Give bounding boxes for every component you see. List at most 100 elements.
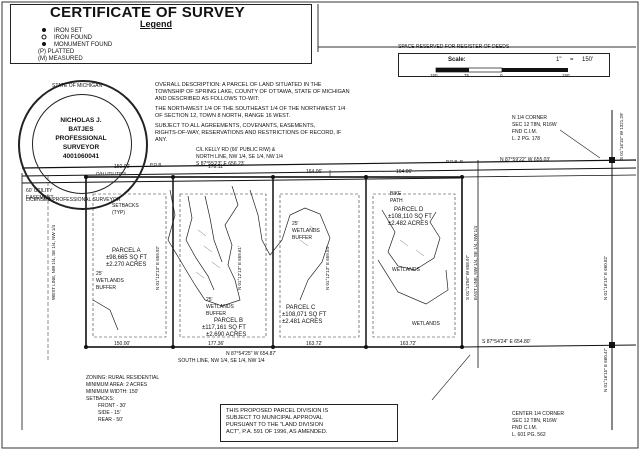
utilities-label: O/H UTILITIES — [96, 171, 127, 176]
road-bearing-east: N 87°59'22" W 655.03' — [500, 157, 551, 163]
easement-label: 60' UTILITY — [26, 188, 53, 194]
parcel-c-name: PARCEL C — [286, 305, 316, 311]
corner-label: L. 601 PG. 562 — [512, 432, 546, 438]
east-line-label: EAST LINE, NW 1/4, SE 1/4, NW 1/4 — [473, 226, 478, 300]
zoning-line: MINIMUM WIDTH: 150' — [86, 389, 139, 395]
wetland-buffer-label: 25' — [96, 271, 103, 277]
parcel-a-area: ±98,665 SQ FT — [106, 255, 147, 261]
corner-label: FND C.I.M. — [512, 129, 537, 135]
seal-arc-bottom: LICENSED PROFESSIONAL SURVEYOR — [26, 197, 121, 203]
parcel-b-name: PARCEL B — [214, 318, 244, 324]
wetland-buffer-label: WETLANDS — [292, 228, 320, 234]
surveyor-seal — [18, 80, 148, 210]
parcel-a-name: PARCEL A — [112, 248, 141, 254]
section-bearing: S 01°16'15" W 1321.29' — [619, 112, 624, 160]
corner-label: SEC 12 T8N, R16W — [512, 418, 557, 424]
wetland-buffer-label: 25' — [292, 221, 299, 227]
scale-tick: 75 — [464, 73, 470, 78]
description-line: OF SECTION 12, TOWN 8 NORTH, RANGE 16 WE… — [155, 113, 291, 119]
description-line: RIGHTS-OF-WAY, RESERVATIONS AND RESTRICT… — [155, 130, 342, 136]
wetland-buffer-label: WETLANDS — [96, 278, 124, 284]
parcel-bearing: N 01°12'13" E 659.92' — [155, 246, 160, 290]
monument-markers — [84, 157, 615, 349]
dimension-label: 164.06' — [396, 169, 413, 175]
wetlands-outline — [92, 185, 449, 331]
south-east-bearing: S 87°54'24" E 654.80' — [482, 339, 531, 345]
corner-label: FND C.I.M. — [512, 425, 537, 431]
bike-path-label: BIKE — [390, 191, 402, 197]
dimension-label: 150.00' — [114, 341, 131, 347]
parcel-b-acres: ±2.690 ACRES — [206, 332, 247, 338]
wetlands-label: WETLANDS — [412, 321, 440, 327]
description-line: AND DESCRIBED AS FOLLOWS TO-WIT: — [155, 96, 260, 102]
legend-item: (P) PLATTED — [38, 49, 75, 55]
register-of-deeds-label: SPACE RESERVED FOR REGISTER OF DEEDS — [398, 44, 510, 50]
east-bearing: S 01°14'56" W 658.97' — [465, 255, 470, 300]
legend-item: MONUMENT FOUND — [54, 42, 113, 48]
dimension-label: 163.72' — [306, 341, 323, 347]
approval-notice-box — [220, 404, 398, 442]
scale-tick: 0 — [500, 73, 503, 78]
wetland-buffer-label: BUFFER — [96, 285, 116, 291]
parcel-bearing: N 01°12'13" E 659.54' — [325, 246, 330, 290]
setbacks-label: SETBACKS — [112, 203, 139, 209]
notice-line: THIS PROPOSED PARCEL DIVISION IS — [226, 408, 329, 414]
south-line-east — [461, 344, 637, 348]
dimension-label: 177.36' — [208, 341, 225, 347]
corner-label: N 1/4 CORNER — [512, 115, 548, 121]
wetland-hatch — [195, 225, 425, 279]
page-title: CERTIFICATE OF SURVEY — [50, 4, 245, 21]
dimension-label: 150.00' — [114, 164, 131, 170]
section-bearing: N 01°16'15" E 660.47' — [603, 348, 608, 392]
seal-line: PROFESSIONAL — [55, 135, 107, 142]
legend-item: (M) MEASURED — [38, 56, 83, 62]
seal-line: NICHOLAS J. — [60, 117, 102, 124]
scale-bar — [435, 67, 568, 73]
description-line: SUBJECT TO ALL AGREEMENTS, COVENANTS, EA… — [155, 123, 316, 129]
scale-tick: 150 — [430, 73, 438, 78]
zoning-line: REAR - 50' — [98, 417, 123, 423]
corner-label: L. 2 PG. 178 — [512, 136, 541, 142]
zoning-line: MINIMUM AREA: 2 ACRES — [86, 382, 148, 388]
parcel-d-name: PARCEL D — [394, 207, 424, 213]
description-line: OVERALL DESCRIPTION: A PARCEL OF LAND SI… — [155, 82, 322, 88]
scale-label: Scale: — [448, 57, 466, 63]
notice-line: SUBJECT TO MUNICIPAL APPROVAL — [226, 415, 323, 421]
dimension-label: 164.06' — [306, 169, 323, 175]
south-line-label: SOUTH LINE, NW 1/4, SE 1/4, NW 1/4 — [178, 358, 265, 364]
wetland-buffer-label: BUFFER — [292, 235, 312, 241]
parcel-d-acres: ±2.482 ACRES — [388, 221, 429, 227]
dimension-label: 178.11' — [208, 164, 224, 170]
pob-label: P.O.B. D — [446, 159, 464, 164]
setback-lines — [92, 193, 456, 338]
west-line-label: WEST LINE, NW 1/4, SE 1/4, NW 1/4 — [51, 224, 56, 300]
legend-item: IRON FOUND — [54, 35, 92, 41]
bike-path-label: PATH — [390, 198, 403, 204]
road-bearing: S 87°55'23" E 656.23' — [196, 161, 245, 167]
seal-line: BATJES — [68, 126, 94, 133]
parcel-b-area: ±117,161 SQ FT — [202, 325, 246, 331]
wetland-buffer-label: BUFFER — [206, 311, 226, 317]
seal-line: 4001060041 — [62, 153, 100, 160]
scale-box — [398, 53, 610, 77]
description-line: THE NORTHWEST 1/4 OF THE SOUTHEAST 1/4 O… — [155, 106, 346, 112]
parcel-d-area: ±108,110 SQ FT — [388, 214, 432, 220]
parcel-c-area: ±108,071 SQ FT — [282, 312, 327, 318]
seal-inner-ring — [32, 94, 132, 194]
wetland-buffer-label: WETLANDS — [206, 304, 234, 310]
description-line: ANY. — [155, 137, 168, 143]
wetland-buffer-label: 25' — [206, 297, 213, 303]
zoning-line: SETBACKS: — [86, 396, 115, 402]
setbacks-label: (TYP) — [112, 210, 126, 216]
scale-ratio: 1" — [556, 57, 562, 63]
zoning-line: ZONING: RURAL RESIDENTIAL — [86, 375, 160, 381]
scale-tick: 150 — [562, 73, 570, 78]
legend-title: Legend — [140, 19, 173, 29]
wetlands-label: WETLANDS — [392, 267, 420, 273]
seal-line: SURVEYOR — [62, 144, 100, 151]
scale-ratio: = — [570, 57, 574, 63]
dimension-label: 163.72' — [400, 341, 417, 347]
zoning-line: FRONT - 30' — [98, 403, 127, 409]
